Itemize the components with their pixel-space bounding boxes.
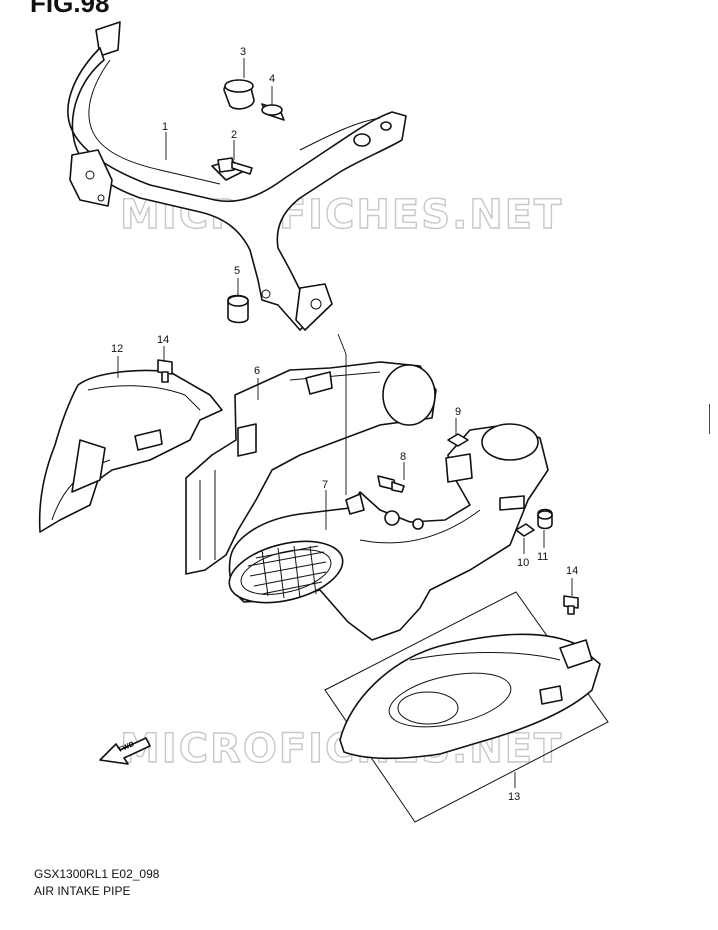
left-intake-cover <box>38 369 223 533</box>
model-code: GSX1300RL1 E02_098 <box>34 867 160 881</box>
bushing <box>223 79 255 110</box>
callout-10: 10 <box>517 557 529 569</box>
callout-6: 6 <box>254 365 260 377</box>
callout-4: 4 <box>269 73 275 85</box>
callout-12: 12 <box>111 343 123 355</box>
callout-1: 1 <box>162 121 168 133</box>
callout-8: 8 <box>400 451 406 463</box>
air-intake-pipe <box>228 423 549 641</box>
drawing-title: AIR INTAKE PIPE <box>34 884 131 898</box>
callout-5: 5 <box>234 265 240 277</box>
cushion <box>227 294 249 324</box>
clip-10 <box>515 523 535 537</box>
page-edge-mark <box>709 404 718 434</box>
collar <box>261 103 285 121</box>
callout-3: 3 <box>240 46 246 58</box>
drawing-footer: GSX1300RL1 E02_098 AIR INTAKE PIPE <box>34 866 159 900</box>
lower-intake-cover <box>324 591 609 823</box>
callout-14-lower: 14 <box>566 565 578 577</box>
callout-14-upper: 14 <box>157 334 169 346</box>
callout-11: 11 <box>537 551 548 563</box>
grommet-11 <box>537 508 553 530</box>
callout-2: 2 <box>231 129 237 141</box>
clip-9 <box>447 433 469 447</box>
screw-14-lower <box>563 595 579 615</box>
callout-9: 9 <box>455 406 461 418</box>
front-frame-bracket <box>67 21 407 331</box>
bolt-2 <box>217 157 253 175</box>
screw-14-upper <box>157 359 173 383</box>
intake-duct <box>185 361 437 575</box>
callout-7: 7 <box>322 479 328 491</box>
figure-label: FIG.98 <box>30 0 110 18</box>
callout-13: 13 <box>508 791 520 803</box>
screw-8 <box>377 475 405 493</box>
